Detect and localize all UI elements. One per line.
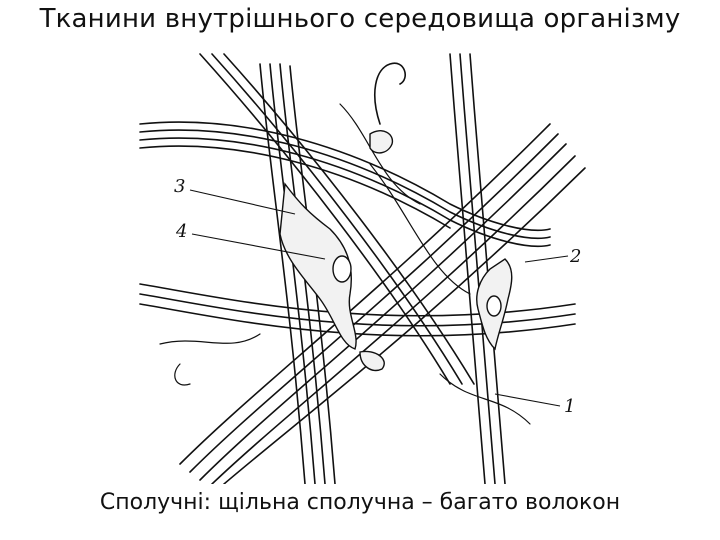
collagen-fiber-bundle-vertical-right <box>449 53 506 484</box>
curly-fiber-end <box>374 62 406 125</box>
cell-fragment-top <box>369 130 394 154</box>
connective-tissue-diagram: 3 4 2 1 <box>139 53 586 484</box>
slide-caption: Сполучні: щільна сполучна – багато волок… <box>99 490 621 515</box>
fibroblast-cell-left <box>279 182 357 350</box>
label-3: 3 <box>174 176 185 197</box>
cell-fragment-bottom <box>359 350 385 372</box>
collagen-fiber-bundle-diagonal <box>179 123 586 484</box>
cell-nucleus-right <box>486 295 502 317</box>
slide-title: Тканини внутрішнього середовища організм… <box>39 4 681 34</box>
label-2: 2 <box>569 246 581 267</box>
collagen-fiber-bundle-cross <box>199 53 475 385</box>
leader-line-3 <box>189 189 296 215</box>
leader-line-4 <box>191 233 326 260</box>
leader-line-1 <box>494 393 561 407</box>
cell-nucleus-left <box>332 255 352 283</box>
elastic-fibers <box>159 103 531 425</box>
leader-line-2 <box>524 255 569 263</box>
label-4: 4 <box>175 221 187 242</box>
label-1: 1 <box>564 396 575 417</box>
